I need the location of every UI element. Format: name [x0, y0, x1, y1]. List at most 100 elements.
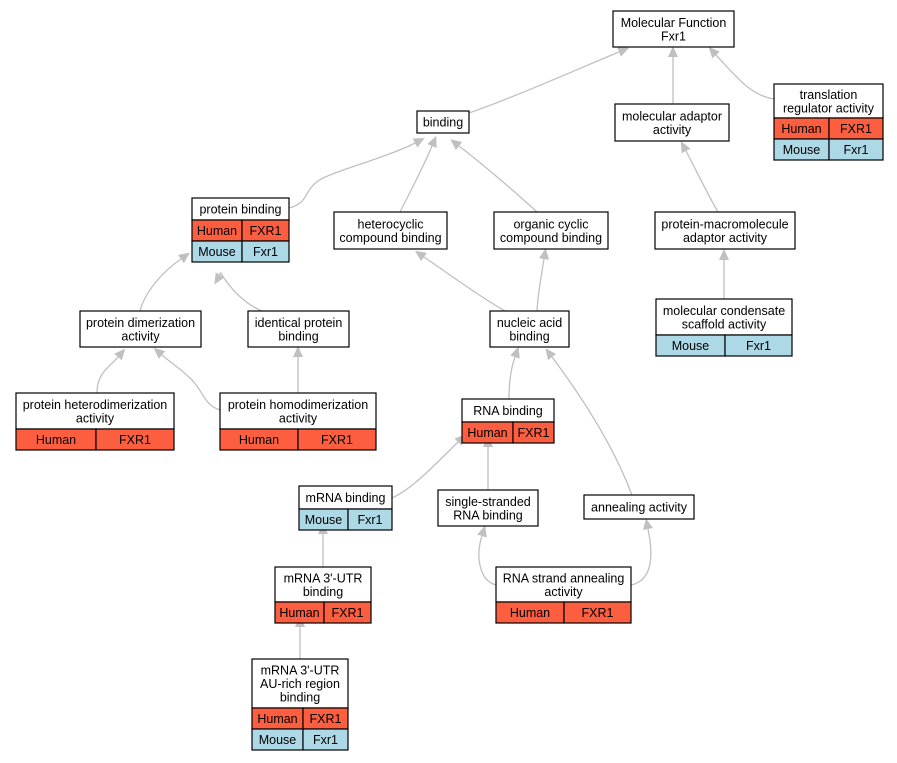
edge-heterocyclic-to-binding	[399, 135, 437, 213]
gene-cell	[241, 240, 290, 263]
term-label: nucleic acid	[497, 316, 562, 330]
gene-label: FXR1	[321, 433, 353, 447]
term-label: mRNA binding	[306, 491, 386, 505]
arrow-head-icon	[214, 272, 225, 285]
edge-line	[96, 356, 119, 394]
arrow-head-icon	[427, 135, 437, 148]
species-label: Human	[467, 426, 507, 440]
term-box	[15, 392, 175, 430]
term-box	[437, 489, 539, 527]
gene-label: FXR1	[310, 712, 342, 726]
gene-label: Fxr1	[313, 733, 338, 747]
edge-rna_strand_annealing-to-annealing	[630, 518, 653, 586]
term-label: protein heterodimerization	[23, 398, 168, 412]
edge-annealing-to-nucleic_acid	[545, 348, 633, 496]
edge-line	[551, 356, 633, 496]
arrow-head-icon	[412, 138, 425, 148]
edge-rna_strand_annealing-to-ss_rna	[477, 525, 497, 586]
arrow-head-icon	[668, 46, 678, 57]
species-label: Mouse	[783, 143, 821, 157]
edge-line	[399, 145, 433, 213]
edge-ss_rna-to-rna_binding	[483, 436, 493, 490]
arrow-head-icon	[708, 46, 720, 59]
term-box	[79, 310, 202, 348]
arrow-head-icon	[178, 252, 190, 264]
edge-organic_cyclic-to-binding	[450, 139, 538, 213]
arrow-head-icon	[477, 525, 487, 538]
gene-label: FXR1	[119, 433, 151, 447]
gene-cell	[724, 334, 793, 357]
edge-line	[536, 258, 545, 312]
edge-prot_homodimer-to-identical_prot	[293, 346, 303, 393]
term-label: mRNA 3'-UTR	[261, 664, 340, 678]
term-label: RNA strand annealing	[503, 571, 625, 585]
arrow-head-icon	[293, 346, 303, 357]
edge-mol_condensate-to-prot_macro_adaptor	[719, 249, 729, 299]
edge-rna_binding-to-nucleic_acid	[508, 346, 520, 400]
species-label: Human	[279, 606, 319, 620]
term-label: activity	[76, 411, 115, 425]
term-label: protein homodimerization	[228, 398, 368, 412]
term-label: activity	[121, 329, 160, 343]
gene-label: FXR1	[250, 224, 282, 238]
arrow-head-icon	[539, 248, 549, 260]
term-label: adaptor activity	[683, 231, 768, 245]
edge-mrna_binding-to-rna_binding	[391, 434, 466, 499]
edge-mol_adaptor-to-mf	[668, 46, 678, 104]
edge-prot_dimer-to-protein_binding	[139, 252, 190, 312]
species-label: Human	[239, 433, 279, 447]
gene-label: Fxr1	[746, 339, 771, 353]
term-label: Fxr1	[661, 29, 686, 43]
arrow-head-icon	[510, 346, 520, 359]
go-term-node-annealing[interactable]: annealing activity	[583, 494, 695, 520]
term-box	[493, 211, 609, 250]
edge-line	[288, 142, 416, 209]
term-label: protein dimerization	[86, 316, 195, 330]
species-label: Mouse	[305, 513, 343, 527]
edge-nucleic_acid-to-heterocyclic	[414, 250, 506, 312]
term-label: activity	[653, 123, 692, 137]
species-label: Human	[197, 224, 237, 238]
gene-cell	[297, 428, 377, 451]
edge-line	[715, 54, 775, 100]
term-box	[247, 310, 350, 348]
edge-line	[423, 256, 506, 312]
gene-cell	[347, 508, 393, 531]
edge-line	[161, 354, 221, 411]
term-label: binding	[303, 585, 343, 599]
arrow-head-icon	[680, 141, 691, 154]
term-box	[495, 566, 632, 603]
gene-cell	[563, 601, 632, 624]
go-term-node-binding[interactable]: binding	[416, 110, 470, 134]
arrow-head-icon	[545, 348, 557, 360]
